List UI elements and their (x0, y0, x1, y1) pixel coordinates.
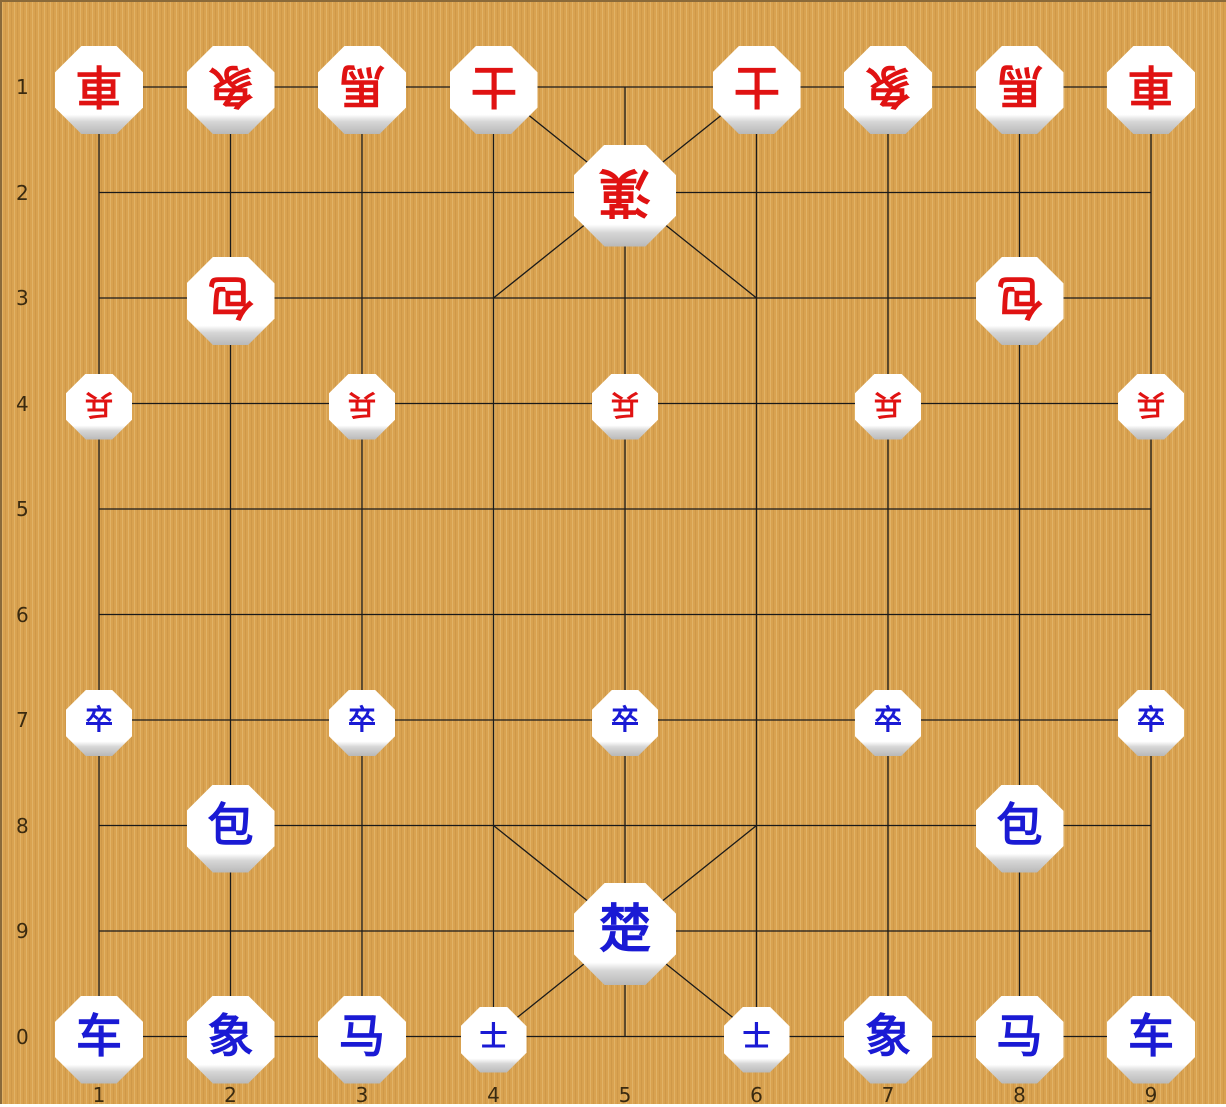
piece-glyph: 象 (208, 63, 254, 109)
red-soldier-5[interactable]: 兵 (592, 374, 658, 440)
red-horse-3[interactable]: 馬 (318, 46, 406, 134)
piece-glyph: 卒 (1137, 706, 1165, 734)
piece-glyph: 馬 (339, 63, 385, 109)
piece-glyph: 包 (208, 274, 254, 320)
blue-advisor-4[interactable]: 士 (461, 1007, 527, 1073)
row-label: 1 (16, 75, 29, 99)
red-advisor-6[interactable]: 士 (713, 46, 801, 134)
piece-glyph: 車 (76, 63, 122, 109)
red-cannon-2[interactable]: 包 (187, 257, 275, 345)
red-advisor-4[interactable]: 士 (450, 46, 538, 134)
blue-soldier-1[interactable]: 卒 (66, 690, 132, 756)
piece-glyph: 车 (1128, 1013, 1174, 1059)
row-label: 2 (16, 181, 29, 205)
blue-soldier-5[interactable]: 卒 (592, 690, 658, 756)
blue-cannon-2[interactable]: 包 (187, 785, 275, 873)
piece-glyph: 兵 (1137, 390, 1165, 418)
blue-advisor-6[interactable]: 士 (724, 1007, 790, 1073)
piece-glyph: 象 (865, 63, 911, 109)
red-elephant-7[interactable]: 象 (844, 46, 932, 134)
piece-glyph: 楚 (599, 904, 651, 956)
piece-glyph: 士 (734, 63, 780, 109)
column-label: 9 (1141, 1083, 1161, 1107)
row-label: 3 (16, 286, 29, 310)
row-label: 7 (16, 708, 29, 732)
piece-glyph: 包 (208, 802, 254, 848)
column-label: 2 (221, 1083, 241, 1107)
column-label: 6 (747, 1083, 767, 1107)
piece-glyph: 士 (742, 1023, 770, 1051)
row-label: 6 (16, 603, 29, 627)
row-label: 8 (16, 814, 29, 838)
blue-soldier-3[interactable]: 卒 (329, 690, 395, 756)
row-label: 5 (16, 497, 29, 521)
piece-glyph: 漢 (599, 165, 651, 217)
column-label: 7 (878, 1083, 898, 1107)
column-label: 8 (1010, 1083, 1030, 1107)
piece-glyph: 象 (208, 1013, 254, 1059)
piece-glyph: 馬 (997, 63, 1043, 109)
piece-glyph: 士 (479, 1023, 507, 1051)
column-label: 5 (615, 1083, 635, 1107)
piece-glyph: 士 (471, 63, 517, 109)
row-label: 0 (16, 1025, 29, 1049)
blue-soldier-7[interactable]: 卒 (855, 690, 921, 756)
blue-soldier-9[interactable]: 卒 (1118, 690, 1184, 756)
piece-glyph: 卒 (348, 706, 376, 734)
piece-glyph: 马 (997, 1013, 1043, 1059)
column-label: 3 (352, 1083, 372, 1107)
piece-glyph: 卒 (611, 706, 639, 734)
piece-glyph: 车 (76, 1013, 122, 1059)
piece-glyph: 马 (339, 1013, 385, 1059)
piece-glyph: 包 (997, 274, 1043, 320)
piece-glyph: 車 (1128, 63, 1174, 109)
row-label: 9 (16, 919, 29, 943)
column-label: 1 (89, 1083, 109, 1107)
piece-glyph: 象 (865, 1013, 911, 1059)
piece-glyph: 卒 (874, 706, 902, 734)
piece-glyph: 包 (997, 802, 1043, 848)
piece-glyph: 兵 (611, 390, 639, 418)
row-label: 4 (16, 392, 29, 416)
piece-glyph: 兵 (85, 390, 113, 418)
red-soldier-7[interactable]: 兵 (855, 374, 921, 440)
piece-glyph: 卒 (85, 706, 113, 734)
column-label: 4 (484, 1083, 504, 1107)
red-soldier-9[interactable]: 兵 (1118, 374, 1184, 440)
piece-glyph: 兵 (874, 390, 902, 418)
piece-glyph: 兵 (348, 390, 376, 418)
